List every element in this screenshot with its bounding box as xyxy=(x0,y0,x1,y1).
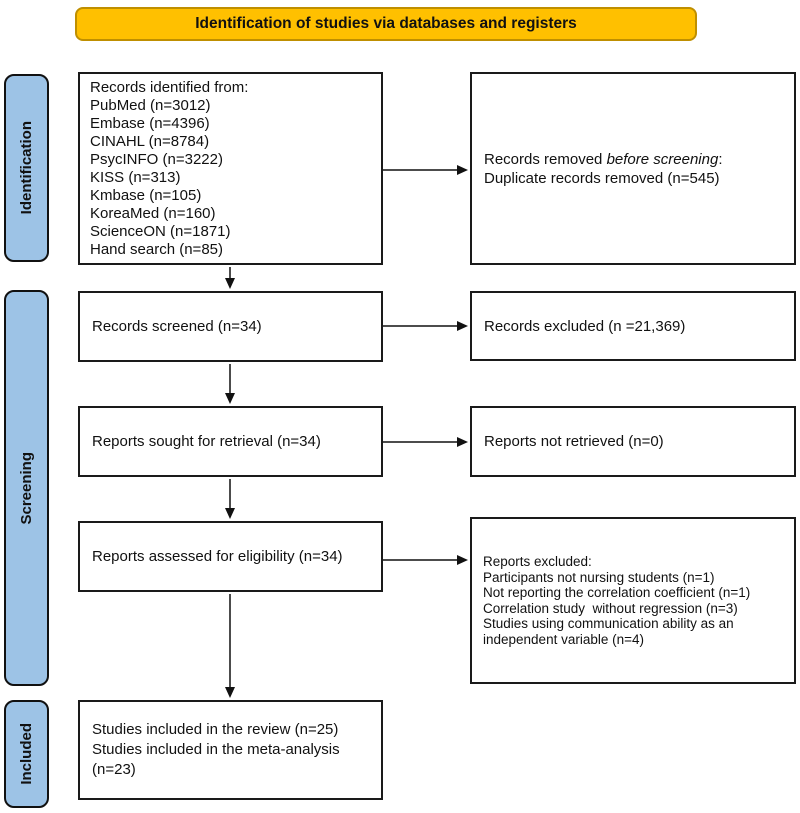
banner-title-label: Identification of studies via databases … xyxy=(195,15,577,32)
stage-label-screening: Screening xyxy=(4,290,49,686)
reports-assessed-text: Reports assessed for eligibility (n=34) xyxy=(92,548,343,565)
reports-sought-box: Reports sought for retrieval (n=34) xyxy=(78,406,383,477)
records-screened-box: Records screened (n=34) xyxy=(78,291,383,362)
records-screened-text: Records screened (n=34) xyxy=(92,318,262,335)
reports-not-retrieved-box: Reports not retrieved (n=0) xyxy=(470,406,796,477)
records-removed-detail: Duplicate records removed (n=545) xyxy=(484,169,720,187)
records-removed-title: Records removed before screening: xyxy=(484,150,723,168)
records-identified-box: Records identified from: PubMed (n=3012)… xyxy=(78,72,383,265)
records-excluded-text: Records excluded (n =21,369) xyxy=(484,317,686,335)
records-identified-text: Records identified from: PubMed (n=3012)… xyxy=(90,79,249,258)
banner-title: Identification of studies via databases … xyxy=(75,7,697,41)
reports-sought-text: Reports sought for retrieval (n=34) xyxy=(92,433,321,450)
studies-included-text: Studies included in the review (n=25) St… xyxy=(92,721,340,778)
reports-assessed-box: Reports assessed for eligibility (n=34) xyxy=(78,521,383,592)
reports-excluded-box: Reports excluded: Participants not nursi… xyxy=(470,517,796,684)
stage-label-identification: Identification xyxy=(4,74,49,262)
studies-included-box: Studies included in the review (n=25) St… xyxy=(78,700,383,800)
reports-excluded-text: Reports excluded: Participants not nursi… xyxy=(483,554,751,647)
stage-label-included: Included xyxy=(4,700,49,808)
records-excluded-box: Records excluded (n =21,369) xyxy=(470,291,796,361)
reports-not-retrieved-text: Reports not retrieved (n=0) xyxy=(484,433,664,450)
records-removed-box: Records removed before screening: Duplic… xyxy=(470,72,796,265)
